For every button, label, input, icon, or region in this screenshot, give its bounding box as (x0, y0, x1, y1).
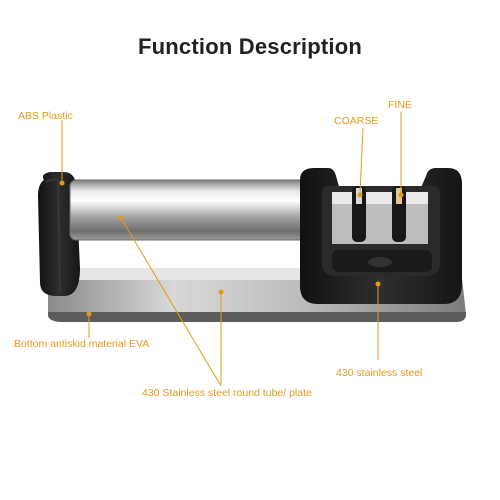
callout-leaders (59, 112, 404, 387)
callout-abs-plastic: ABS Plastic (18, 110, 73, 122)
page-title: Function Description (138, 34, 362, 59)
callout-tube-plate: 430 Stainless steel round tube/ plate (142, 387, 312, 399)
callout-430-steel: 430 stainless steel (336, 367, 423, 379)
callout-fine: FINE (388, 99, 412, 111)
callout-coarse: COARSE (334, 115, 379, 127)
callout-bottom-eva: Bottom antiskid material EVA (14, 338, 150, 350)
stainless-round-tube (69, 179, 316, 241)
sharpening-housing (300, 168, 462, 304)
